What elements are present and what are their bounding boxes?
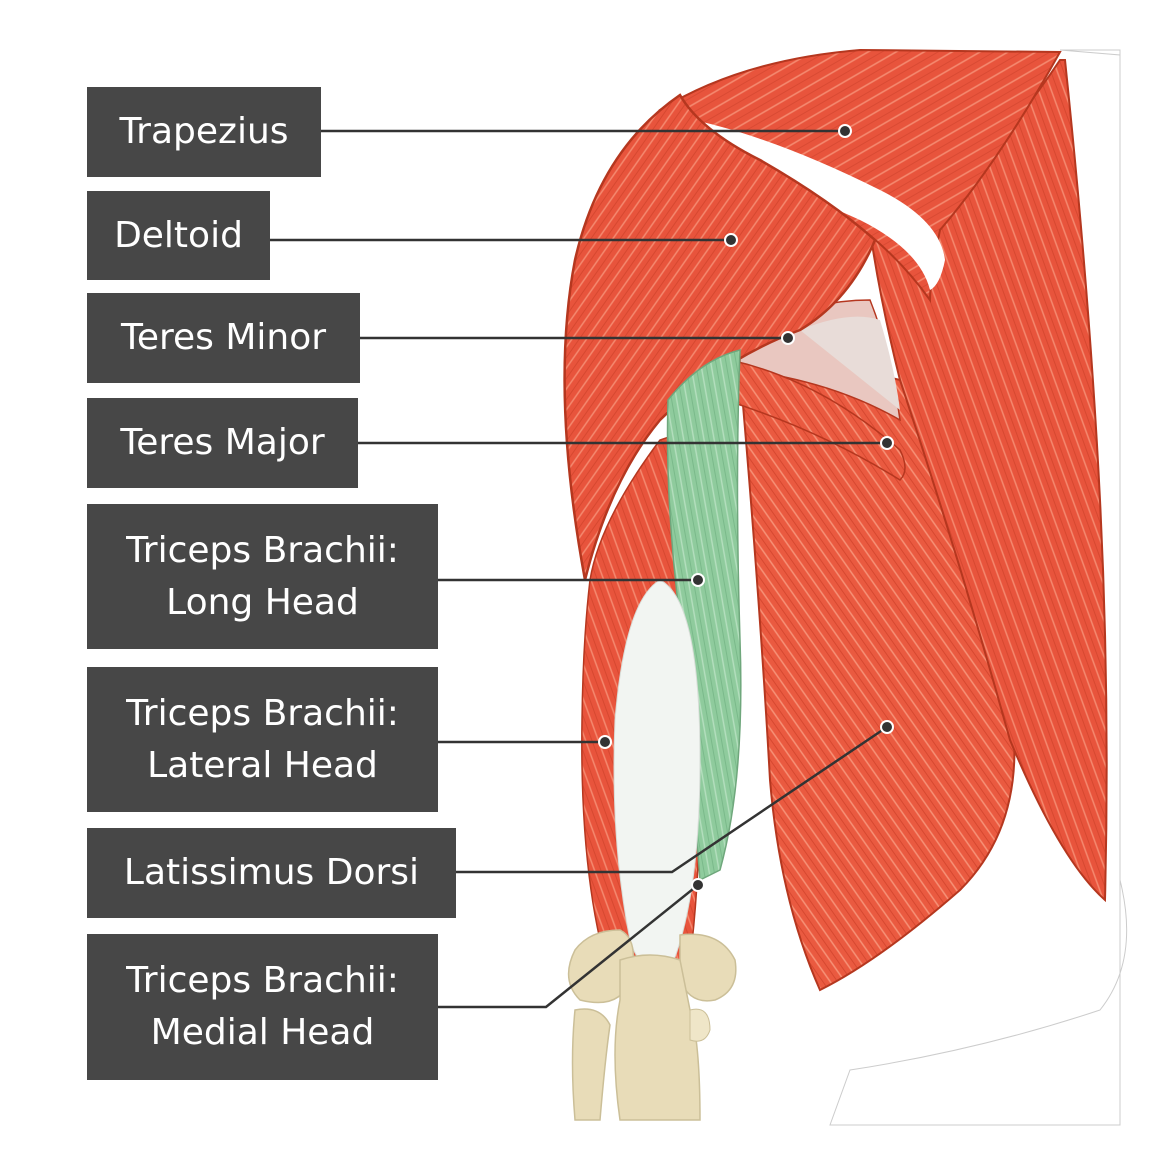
triceps-long-head-shape xyxy=(666,349,742,882)
elbow-bones xyxy=(567,929,737,1121)
label-triceps-lateral-line1: Triceps Brachii: xyxy=(126,692,399,734)
label-teres-minor: Teres Minor xyxy=(87,293,360,383)
label-latissimus-dorsi: Latissimus Dorsi xyxy=(87,828,456,918)
label-trapezius-text: Trapezius xyxy=(119,111,289,152)
dot-teres-major xyxy=(880,436,894,450)
dot-triceps-lateral xyxy=(598,735,612,749)
dot-teres-minor xyxy=(781,331,795,345)
teres-major-shape xyxy=(724,359,906,481)
dot-trapezius xyxy=(838,124,852,138)
dot-triceps-medial xyxy=(691,878,705,892)
triceps-tendon xyxy=(613,579,701,972)
leader-line-triceps-medial xyxy=(437,884,699,1009)
leader-dots xyxy=(598,124,894,892)
leader-line-latissimus xyxy=(456,725,888,874)
scapula-area xyxy=(800,316,900,410)
dot-triceps-long xyxy=(691,573,705,587)
label-triceps-long-line1: Triceps Brachii: xyxy=(126,529,399,571)
leader-lines xyxy=(270,129,888,1009)
label-triceps-long-line2: Long Head xyxy=(166,581,359,623)
label-deltoid: Deltoid xyxy=(87,191,270,280)
label-trapezius: Trapezius xyxy=(87,87,321,177)
dot-deltoid xyxy=(724,233,738,247)
label-triceps-long-head: Triceps Brachii: Long Head xyxy=(87,504,438,649)
label-triceps-lateral-line2: Lateral Head xyxy=(147,744,378,786)
torso-outline xyxy=(829,49,1128,1126)
label-triceps-medial-line1: Triceps Brachii: xyxy=(126,960,399,1001)
label-triceps-medial-head: Triceps Brachii: Medial Head xyxy=(87,934,438,1080)
label-teres-minor-text: Teres Minor xyxy=(120,317,327,358)
label-deltoid-text: Deltoid xyxy=(114,214,243,256)
label-latissimus-dorsi-text: Latissimus Dorsi xyxy=(123,852,420,893)
label-triceps-medial-line2: Medial Head xyxy=(150,1012,375,1053)
label-teres-major: Teres Major xyxy=(87,398,358,488)
label-teres-major-text: Teres Major xyxy=(120,422,325,463)
label-triceps-lateral-head: Triceps Brachii: Lateral Head xyxy=(87,667,438,812)
dot-latissimus xyxy=(880,720,894,734)
